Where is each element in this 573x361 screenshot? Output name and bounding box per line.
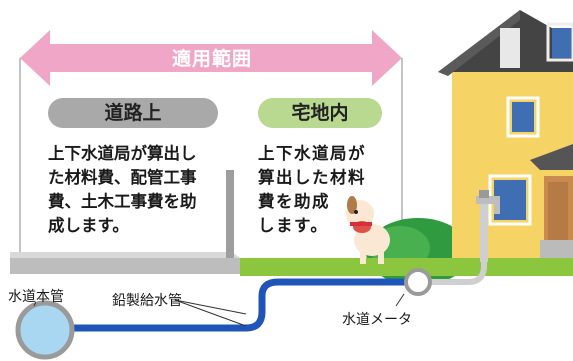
faucet xyxy=(476,190,500,262)
water-main-label: 水道本管 xyxy=(8,289,64,305)
road-description-line: 費、土木工事費を助 xyxy=(48,192,197,211)
road-section-title: 道路上 xyxy=(48,98,218,128)
premises-description-line: します。 xyxy=(258,216,329,235)
road-description-line: た材料費、配管工事 xyxy=(48,168,197,187)
water-meter xyxy=(404,268,432,296)
road-surface xyxy=(10,170,240,274)
lead-pipe xyxy=(68,278,406,332)
premises-description-line: 算出した材料 xyxy=(258,168,366,187)
premises-description-line: 上下水道局が xyxy=(258,144,366,163)
water-meter-label: 水道メータ xyxy=(342,312,412,328)
scope-arrow xyxy=(19,30,403,262)
dog-illustration xyxy=(346,196,390,264)
premises-section-title: 宅地内 xyxy=(258,98,382,128)
road-description-line: 成します。 xyxy=(48,216,129,235)
road-description: 上下水道局が算出し た材料費、配管工事 費、土木工事費を助 成します。 xyxy=(48,142,197,238)
lead-pipe-label: 鉛製給水管 xyxy=(112,293,182,309)
leader-lines xyxy=(33,293,405,327)
road-description-line: 上下水道局が算出し xyxy=(48,144,197,163)
water-main xyxy=(15,300,75,360)
service-pipe xyxy=(420,258,487,285)
scope-label: 適用範囲 xyxy=(171,48,252,70)
premises-description: 上下水道局が 算出した材料 費を助成 します。 xyxy=(258,142,366,238)
premises-description-line: 費を助成 xyxy=(258,192,330,211)
house xyxy=(438,10,573,258)
